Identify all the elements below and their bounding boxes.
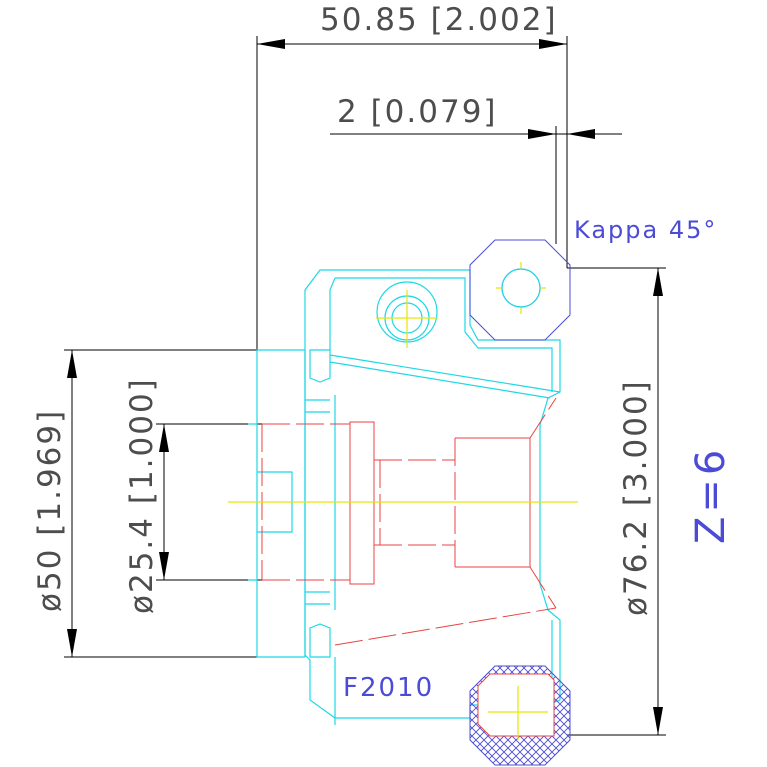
cutter-body-outline — [248, 269, 561, 725]
chamfer-width-label: 2 [0.079] — [337, 94, 498, 130]
dimension-chamfer-width — [330, 126, 622, 244]
dimension-bore-diameter — [64, 349, 262, 658]
dimension-overall-width — [256, 36, 568, 350]
dimension-pilot-diameter — [156, 423, 262, 581]
lower-insert-center — [488, 686, 548, 740]
pilot-diameter-label: ø25.4 [1.000] — [124, 377, 160, 614]
dimension-cutter-diameter — [567, 267, 666, 736]
upper-insert — [469, 239, 571, 341]
overall-width-label: 50.85 [2.002] — [320, 2, 558, 38]
model-label: F2010 — [343, 673, 434, 703]
kappa-angle-label: Kappa 45° — [574, 216, 717, 244]
lower-insert — [469, 665, 571, 766]
hidden-features — [261, 397, 557, 646]
bore-diameter-label: ø50 [1.969] — [32, 409, 68, 612]
teeth-count-label: Z=6 — [688, 446, 734, 544]
cutter-diameter-label: ø76.2 [3.000] — [618, 379, 654, 616]
